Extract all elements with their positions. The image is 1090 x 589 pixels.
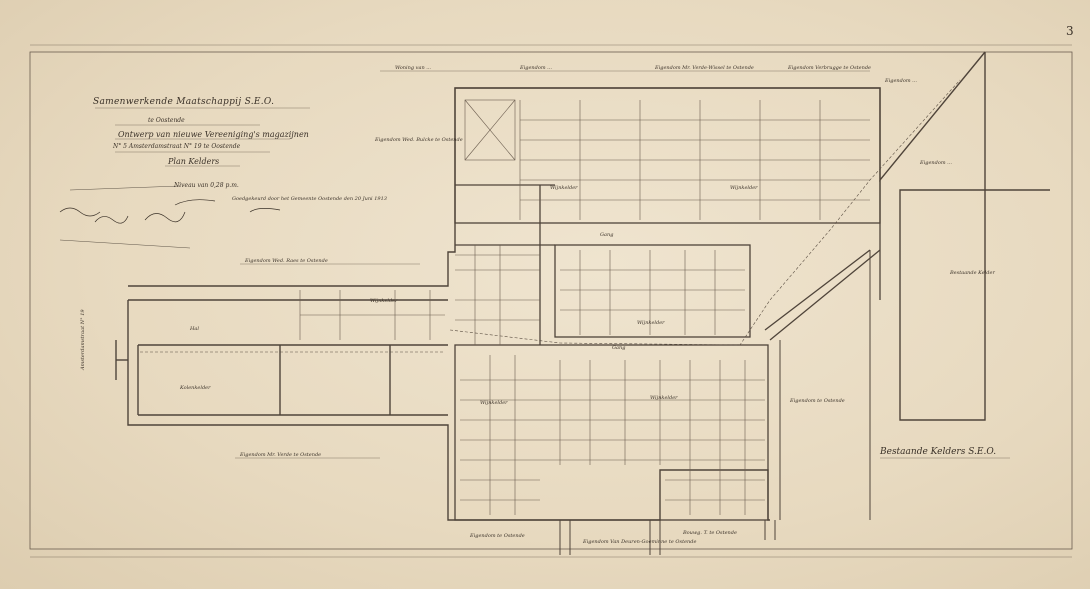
room-kelder-2: Wijnkelder bbox=[730, 185, 758, 191]
title: Samenwerkende Maatschappij S.E.O. bbox=[93, 97, 275, 107]
room-bestaande: Bestaande Kelder bbox=[950, 270, 995, 276]
street-bottom-1: Eigendom te Ostende bbox=[470, 533, 525, 539]
stamp-note: Goedgekeurd door het Gemeente Oostende d… bbox=[232, 196, 387, 202]
subject: Ontwerp van nieuwe Vereeniging's magazij… bbox=[118, 130, 309, 139]
location: te Oostende bbox=[148, 117, 185, 124]
street-left-mid: Eigendom Wed. Bulcke te Ostende bbox=[375, 137, 463, 143]
room-gang-2: Gang bbox=[612, 345, 626, 351]
street-top-1: Woning van ... bbox=[395, 65, 432, 71]
room-kolenkelder: Kolenkelder bbox=[180, 385, 211, 391]
main-block-walls bbox=[454, 87, 881, 521]
street-left-top: Eigendom Wed. Raes te Ostende bbox=[245, 258, 328, 264]
room-kelder-3: Wijnkelder bbox=[637, 320, 665, 326]
border bbox=[29, 44, 1073, 558]
street-left-vertical: Amsterdamstraat N° 19 bbox=[80, 309, 86, 370]
level-note: Niveau van 0,28 p.m. bbox=[174, 182, 239, 189]
street-bottom-3: Bouwg. T. te Ostende bbox=[683, 530, 737, 536]
page-number: 3 bbox=[1066, 24, 1074, 38]
street-bottom-2: Eigendom Van Deuren-Goeminne te Ostende bbox=[583, 539, 697, 545]
room-kelder-5: Wijnkelder bbox=[480, 400, 508, 406]
plan-name: Plan Kelders bbox=[168, 157, 220, 166]
label-lines bbox=[95, 70, 1010, 459]
street-right-mid: Eigendom ... bbox=[920, 160, 952, 166]
middle-block-grid bbox=[560, 250, 745, 335]
existing-cellars-label: Bestaande Kelders S.E.O. bbox=[880, 447, 997, 457]
left-wing-grid bbox=[299, 245, 540, 345]
room-hal: Hal bbox=[190, 326, 199, 332]
signatures bbox=[59, 185, 281, 249]
street-bottom-left: Eigendom Mr. Verde te Ostende bbox=[240, 452, 322, 458]
room-kelder-6: Wijnkelder bbox=[370, 298, 398, 304]
bottom-connectors bbox=[559, 250, 871, 555]
room-kelder-1: Wijnkelder bbox=[550, 185, 578, 191]
address: N° 5 Amsterdamstraat N° 19 te Oostende bbox=[113, 143, 241, 150]
room-gang-1: Gang bbox=[600, 232, 614, 238]
street-top-2: Eigendom ... bbox=[520, 65, 552, 71]
bottom-block-grid bbox=[460, 355, 765, 515]
dashed-routes bbox=[140, 79, 961, 353]
street-top-3: Eigendom Mr. Verde-Wissel te Ostende bbox=[655, 65, 754, 71]
top-block-grid bbox=[464, 99, 870, 220]
street-right: Eigendom te Ostende bbox=[790, 398, 845, 404]
street-top-4: Eigendom Verbrugge te Ostende bbox=[788, 65, 872, 71]
street-top-right: Eigendom ... bbox=[885, 78, 917, 84]
room-kelder-4: Wijnkelder bbox=[650, 395, 678, 401]
